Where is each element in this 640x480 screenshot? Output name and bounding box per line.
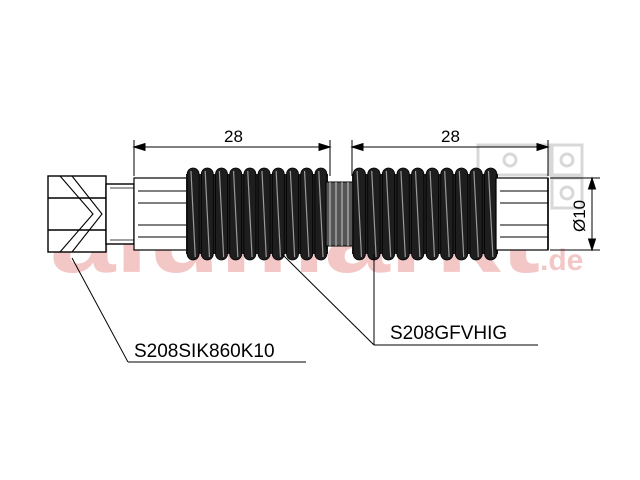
- part-label-right: S208GFVHIG: [390, 323, 507, 344]
- bellows-rib-highlight: [385, 170, 392, 258]
- dimension-diameter-value: Ø10: [570, 200, 589, 232]
- center-thread: [325, 181, 355, 247]
- bellows-left: [186, 167, 328, 261]
- bellows-rib-highlight: [473, 170, 479, 258]
- bellows-rib-highlight: [487, 170, 494, 258]
- dimension-left: 28: [132, 127, 332, 176]
- bellows-rib-highlight: [400, 170, 406, 258]
- bellows-rib-highlight: [218, 170, 225, 258]
- bellows-rib-highlight: [247, 170, 253, 258]
- bellows-rib-highlight: [190, 170, 196, 258]
- bellows-rib-highlight: [356, 170, 363, 258]
- profile-logo-icon: [476, 143, 584, 210]
- bellows-rib-highlight: [232, 170, 239, 258]
- bellows-rib-highlight: [318, 170, 324, 258]
- bellows-rib-highlight: [429, 170, 436, 258]
- left-sleeve: [133, 177, 193, 251]
- leader-lines: [71, 253, 538, 363]
- bellows-rib-highlight: [444, 170, 450, 258]
- hex-socket: [47, 175, 135, 253]
- bellows-rib-highlight: [303, 170, 310, 258]
- bellows-rib-highlight: [458, 170, 465, 258]
- dimension-left-value: 28: [224, 127, 243, 146]
- dimension-right-value: 28: [441, 127, 460, 146]
- bellows-rib-highlight: [289, 170, 296, 258]
- dimension-right: 28: [350, 127, 550, 176]
- bellows-right: [352, 167, 498, 261]
- bellows-rib-highlight: [275, 170, 282, 258]
- bellows-rib-highlight: [371, 170, 377, 258]
- bellows-rib-highlight: [414, 170, 421, 258]
- part-label-left: S208SIK860K10: [134, 341, 275, 362]
- dimension-diameter: Ø10: [550, 176, 600, 252]
- bellows-rib-highlight: [261, 170, 267, 258]
- bellows-rib-highlight: [204, 170, 211, 258]
- right-sleeve: [495, 177, 549, 251]
